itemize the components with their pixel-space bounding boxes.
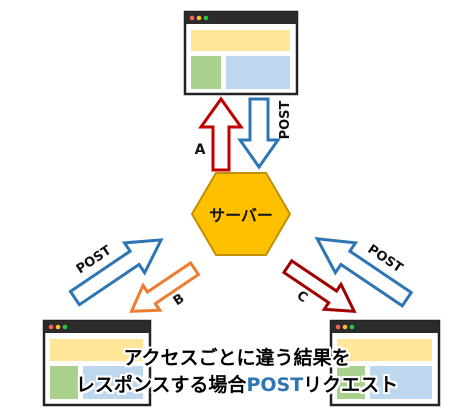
- page-header-block: [50, 339, 143, 361]
- server-node: サーバー: [190, 172, 292, 256]
- browser-window-bottom-left: [42, 319, 152, 407]
- caption-line-2-end: リクエスト: [303, 374, 399, 396]
- arrow-label-a: A: [195, 142, 206, 158]
- browser-window-bottom-right: [329, 319, 441, 407]
- caption-line-1: アクセスごとに違う結果を: [0, 345, 474, 371]
- caption-line-2: レスポンスする場合POSTリクエスト: [0, 372, 474, 398]
- minimize-dot-icon: [196, 15, 202, 21]
- close-dot-icon: [48, 324, 54, 330]
- page-content-block: [370, 366, 432, 399]
- response-arrow-a: [198, 96, 244, 172]
- response-arrow-b: [129, 260, 201, 313]
- arrow-label-b: B: [171, 291, 188, 309]
- page-sidebar-block: [191, 56, 221, 89]
- page-header-block: [191, 30, 290, 51]
- page-sidebar-block: [50, 366, 78, 399]
- caption-post-accent: POST: [246, 374, 304, 396]
- minimize-dot-icon: [342, 324, 348, 330]
- window-titlebar: [185, 12, 297, 24]
- request-arrow-top: [237, 97, 281, 170]
- page-content-block: [226, 56, 290, 89]
- arrow-label-c: C: [294, 288, 310, 306]
- minimize-dot-icon: [55, 324, 61, 330]
- caption-line-2-start: レスポンスする場合: [75, 374, 247, 396]
- response-arrow-c: [281, 258, 357, 314]
- server-label: サーバー: [209, 206, 273, 225]
- close-dot-icon: [189, 15, 195, 21]
- request-arrow-left: [68, 238, 164, 307]
- maximize-dot-icon: [349, 324, 355, 330]
- maximize-dot-icon: [62, 324, 68, 330]
- browser-window-top: [183, 10, 299, 96]
- page-content-block: [83, 366, 143, 399]
- window-titlebar: [44, 321, 150, 333]
- arrow-label-post-top: POST: [278, 100, 293, 139]
- request-arrow-right: [314, 237, 414, 308]
- page-sidebar-block: [337, 366, 365, 399]
- caption-line-1-text: アクセスごとに違う結果を: [123, 347, 351, 369]
- page-header-block: [337, 339, 432, 361]
- maximize-dot-icon: [203, 15, 209, 21]
- server-hexagon: [190, 172, 292, 256]
- window-titlebar: [331, 321, 439, 333]
- close-dot-icon: [335, 324, 341, 330]
